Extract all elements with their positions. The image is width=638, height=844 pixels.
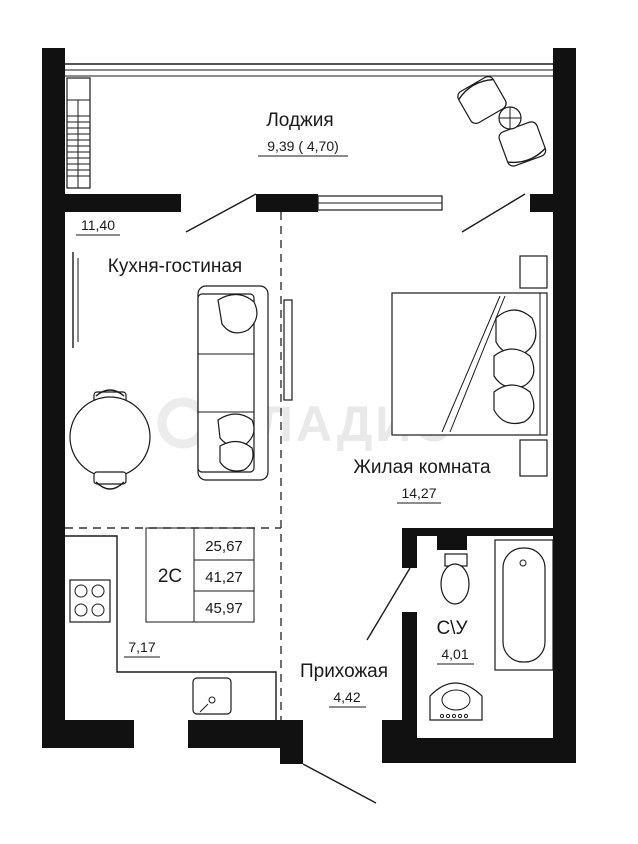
entrance-door	[302, 763, 377, 804]
bathroom-area: 4,01	[441, 646, 468, 662]
hallway-area: 4,42	[333, 689, 360, 705]
wall-loggia-mid-seg	[256, 194, 318, 212]
wall-loggia-left-seg	[65, 194, 181, 212]
wall-bathroom-left	[402, 612, 417, 738]
kitchen-living-area: 11,40	[81, 217, 115, 233]
wall-right-main	[553, 200, 576, 763]
bathroom-shaft	[437, 536, 467, 550]
balcony-doors	[185, 193, 526, 233]
zone-dividers	[65, 212, 282, 720]
kitchen-counters	[65, 535, 277, 720]
wall-right-loggia	[553, 48, 576, 200]
wall-bottom-right	[382, 738, 576, 763]
loggia-shelf	[66, 77, 91, 189]
wall-bottom-left-pier	[98, 720, 134, 748]
bathroom-name: С\У	[436, 618, 468, 639]
tv-stand	[283, 299, 293, 401]
hallway-name: Прихожая	[300, 661, 388, 682]
wall-bathroom-door-jamb	[402, 528, 417, 568]
bathtub	[494, 539, 554, 671]
bedroom-area: 14,27	[401, 485, 436, 501]
left-window	[72, 252, 79, 348]
loggia-name: Лоджия	[266, 110, 333, 131]
bathroom-door	[366, 567, 411, 641]
dining-set	[69, 389, 151, 490]
bed	[391, 255, 548, 477]
room-labels: Лоджия 9,39 ( 4,70) 11,40 Кухня-гостиная…	[76, 110, 491, 708]
wall-loggia-right-seg	[530, 194, 553, 212]
walls	[42, 48, 576, 764]
summary-value-total: 41,27	[205, 569, 243, 586]
summary-table: 2С 25,67 41,27 45,97	[145, 527, 255, 623]
loggia-area: 9,39 ( 4,70)	[267, 138, 339, 154]
loggia-furniture	[457, 76, 547, 167]
wall-left-outer	[42, 48, 65, 748]
wall-entrance-left-jamb	[280, 720, 303, 764]
kitchen-living-name: Кухня-гостиная	[108, 256, 242, 277]
sofa	[197, 285, 269, 481]
washbasin	[429, 682, 483, 721]
summary-value-with-loggia: 45,97	[205, 600, 243, 617]
summary-value-living: 25,67	[205, 538, 243, 555]
kitchen-area: 7,17	[128, 639, 155, 655]
bedroom-name: Жилая комната	[353, 457, 491, 478]
wall-bottom-left	[42, 720, 98, 748]
wall-bathroom-top	[402, 528, 576, 536]
loggia-glazing	[65, 63, 553, 77]
summary-type: 2С	[158, 566, 182, 587]
toilet	[440, 553, 470, 605]
